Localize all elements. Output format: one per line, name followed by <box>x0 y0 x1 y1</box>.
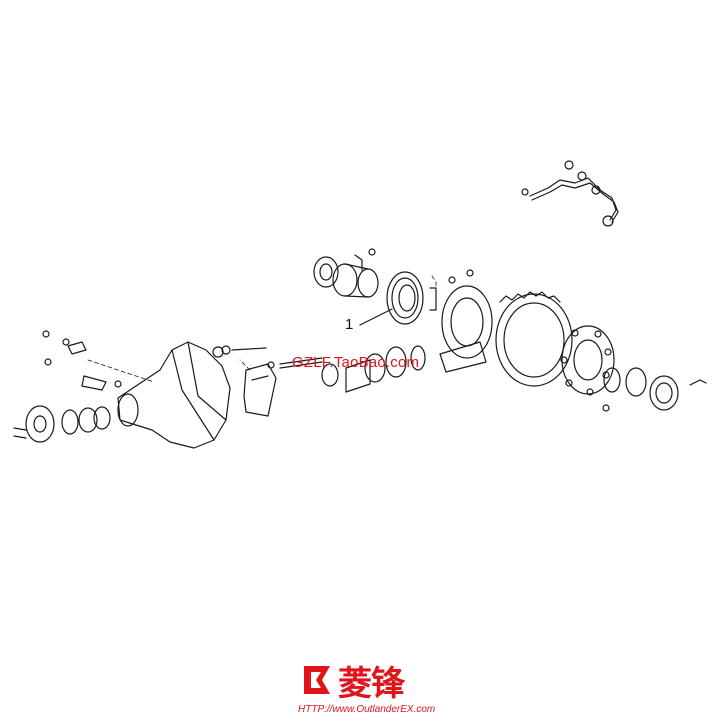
carrier-housing <box>117 341 267 449</box>
logo-text: 菱锋 <box>338 664 405 704</box>
breather-tube <box>521 160 619 227</box>
pinion-bearing <box>313 248 379 298</box>
brand-logo: 菱锋 HTTP://www.OutlanderEX.com <box>298 662 440 722</box>
ring-gear <box>441 285 573 387</box>
oil-seal-part <box>386 269 474 325</box>
watermark-text: GZLF.TaoBao.com <box>292 354 420 371</box>
logo-url: HTTP://www.OutlanderEX.com <box>298 704 436 715</box>
pinion-shaft <box>279 341 487 393</box>
side-bearing-right <box>602 367 707 412</box>
guide-lines <box>87 275 437 383</box>
companion-flange <box>13 405 111 443</box>
small-fittings-left <box>42 330 122 391</box>
callout-leader-line <box>359 308 393 326</box>
bearing-cap <box>243 361 277 417</box>
callout-number: 1 <box>345 316 354 333</box>
logo-mark-icon <box>304 666 330 694</box>
differential-case <box>560 325 621 396</box>
